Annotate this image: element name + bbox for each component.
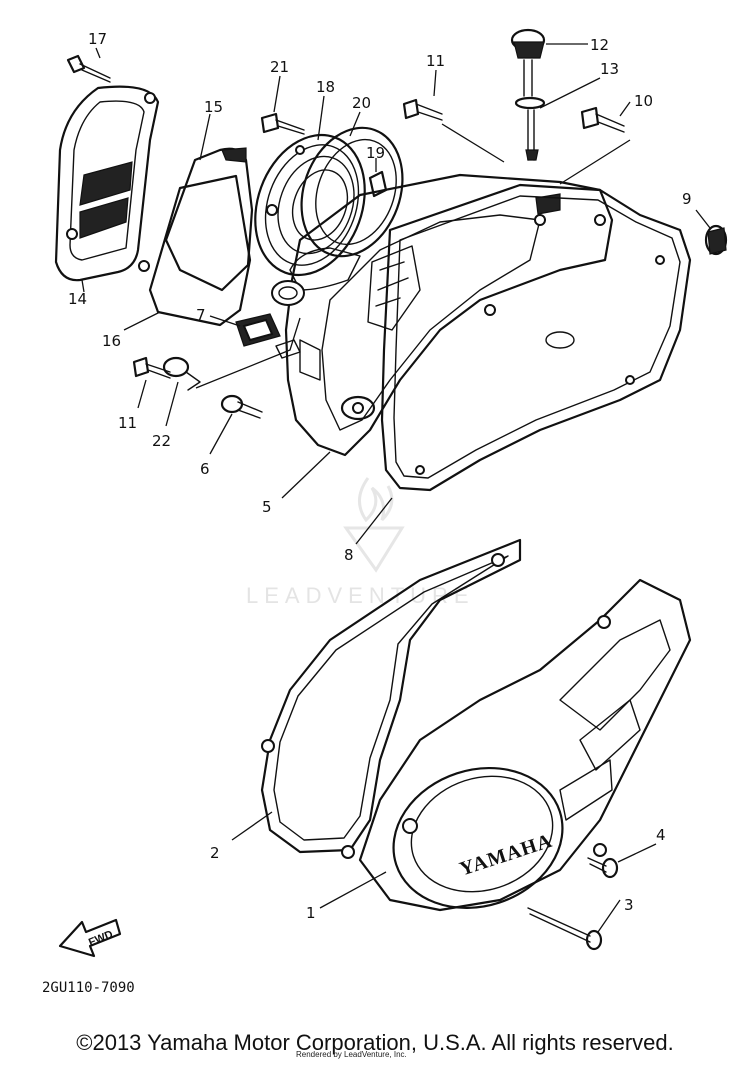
part-14-side-cover: [54, 85, 160, 282]
callout-2: 2: [210, 844, 220, 862]
callout-7: 7: [196, 306, 206, 324]
part-2-gasket: [260, 538, 522, 859]
exploded-parts-diagram: LEADVENTURE: [42, 28, 728, 996]
callout-9: 9: [682, 190, 692, 208]
part-3-bolt: [527, 907, 603, 951]
callout-20: 20: [352, 94, 371, 112]
callout-8: 8: [344, 546, 354, 564]
part-4-bolt: [587, 857, 619, 879]
callout-5: 5: [262, 498, 272, 516]
callout-16: 16: [102, 332, 121, 350]
part-21-screw: [260, 112, 305, 135]
part-13-o-ring: [514, 96, 546, 161]
callout-17: 17: [88, 30, 107, 48]
copyright-text: ©2013 Yamaha Motor Corporation, U.S.A. A…: [76, 1030, 674, 1055]
callout-14: 14: [68, 290, 87, 308]
callout-13: 13: [600, 60, 619, 78]
part-18-rotor: [254, 133, 366, 277]
callout-4: 4: [656, 826, 666, 844]
part-15-gasket: [164, 147, 254, 292]
callout-10: 10: [634, 92, 653, 110]
callout-11-lower: 11: [118, 414, 137, 432]
part-16-gasket: [148, 174, 252, 327]
fwd-arrow-icon: FWD: [58, 918, 122, 958]
callout-3: 3: [624, 896, 634, 914]
footer: ©2013 Yamaha Motor Corporation, U.S.A. A…: [0, 1030, 750, 1066]
part-7-grommet: [235, 313, 301, 359]
part-5-crankcase-cover: [271, 173, 614, 457]
callout-1: 1: [306, 904, 316, 922]
leader-lines: [81, 43, 711, 933]
callout-6: 6: [200, 460, 210, 478]
part-10-screw: [580, 106, 625, 133]
callout-15: 15: [204, 98, 223, 116]
callout-21: 21: [270, 58, 289, 76]
drawing-code: 2GU110-7090: [42, 980, 135, 996]
part-20-stator: [300, 126, 404, 258]
callout-12: 12: [590, 36, 609, 54]
part-19-pickup: [368, 170, 388, 198]
part-9-plug: [704, 224, 728, 256]
callouts: 1 2 3 4 5 6 7 8 9 10 11 11 12 13 14 15 1…: [68, 30, 692, 922]
part-11-screw-lower: [132, 356, 171, 379]
rendered-by-text: Rendered by LeadVenture, Inc.: [296, 1050, 407, 1059]
part-12-oil-cap: [510, 28, 546, 97]
watermark-logo: [343, 477, 405, 573]
callout-22: 22: [152, 432, 171, 450]
callout-18: 18: [316, 78, 335, 96]
callout-19: 19: [366, 144, 385, 162]
cover-brand-text: YAMAHA: [457, 830, 555, 881]
part-17-screw: [66, 54, 111, 83]
part-1-cover: YAMAHA: [358, 578, 692, 912]
part-11-screw-upper: [402, 98, 443, 121]
part-6-screw: [220, 394, 263, 419]
callout-11-upper: 11: [426, 52, 445, 70]
fwd-label: FWD: [87, 928, 115, 949]
part-22-clamp: [162, 356, 201, 391]
watermark-text: LEADVENTURE: [246, 583, 475, 608]
part-8-gasket: [380, 183, 692, 492]
